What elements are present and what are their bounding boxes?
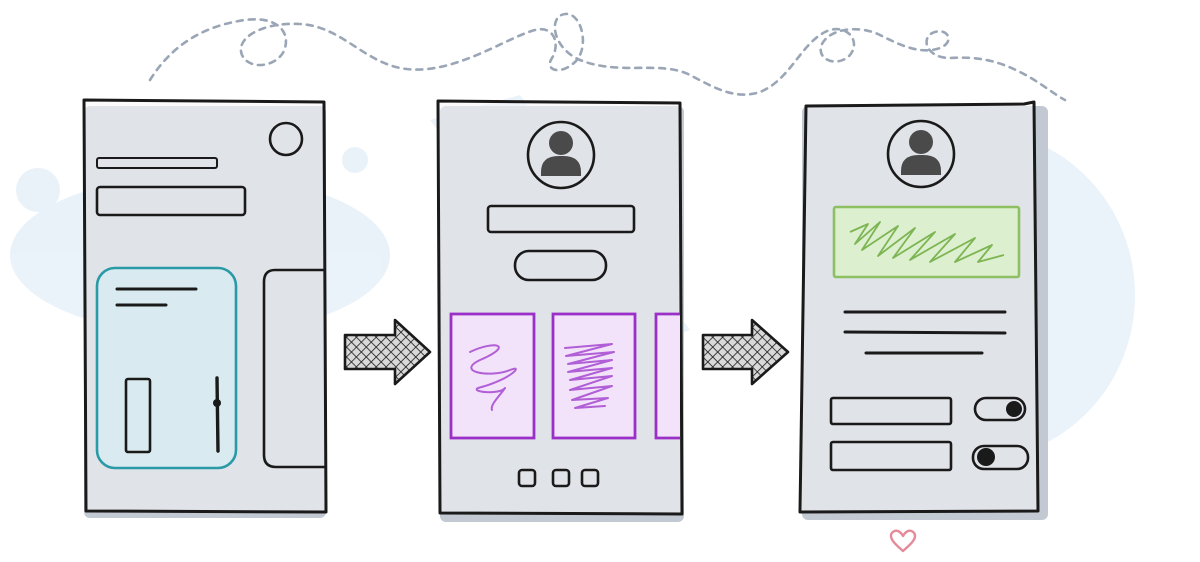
carousel-cards <box>449 312 680 440</box>
carousel-card-2 <box>551 312 637 440</box>
pill-button <box>513 249 608 282</box>
arrow-1 <box>343 318 432 386</box>
text-field <box>486 204 636 234</box>
carousel-card-1-scribble <box>469 344 517 411</box>
page-dots <box>517 468 600 488</box>
title-line <box>96 157 218 169</box>
side-card <box>262 268 327 469</box>
focus-card <box>95 266 238 470</box>
focus-card-bar <box>124 377 152 454</box>
blob-dot-left <box>16 168 60 212</box>
arrow-2 <box>701 318 790 386</box>
page-dot-1-active <box>517 468 537 488</box>
avatar-icon <box>886 119 956 189</box>
screen-3 <box>798 100 1048 520</box>
screen-3-frame <box>798 100 1040 514</box>
carousel-card-3 <box>654 312 680 440</box>
toggle-2-track <box>971 444 1030 471</box>
green-scribble <box>849 221 1005 263</box>
dotted-loop-line <box>148 12 1067 102</box>
profile-circle-icon <box>268 121 304 157</box>
page-dot-2 <box>551 468 571 488</box>
page-dot-3 <box>580 468 600 488</box>
toggle-2-knob-off <box>977 448 995 466</box>
avatar-icon <box>526 120 596 190</box>
toggle-1-track <box>973 396 1027 422</box>
blob-dot-small <box>342 147 368 173</box>
text-field <box>95 185 247 217</box>
toggle-1-knob-on <box>1006 401 1022 417</box>
focus-card-slider-thumb <box>213 399 221 407</box>
heart-icon <box>889 529 917 553</box>
carousel-card-2-scribble <box>564 343 615 409</box>
input-field-1 <box>829 396 953 426</box>
text-line-2 <box>843 330 1007 335</box>
screen-2 <box>436 99 684 522</box>
carousel-card-1 <box>449 312 536 440</box>
input-field-2 <box>829 440 953 472</box>
focus-card-slider-track <box>215 376 220 453</box>
screen-1 <box>82 98 328 518</box>
